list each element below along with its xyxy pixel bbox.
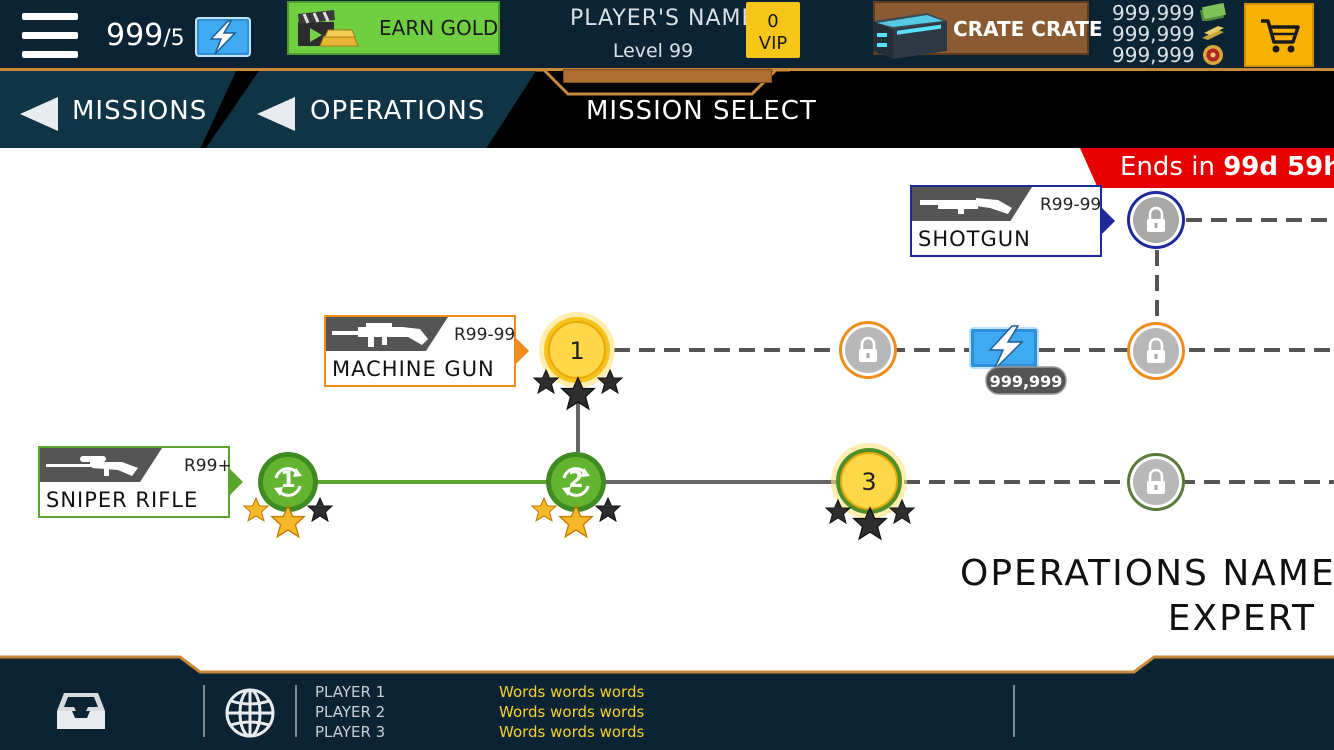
weapon-range: R99-99: [454, 325, 516, 345]
gold-amount: 999,999: [1112, 22, 1195, 46]
sniper-rifle-icon: [46, 456, 138, 476]
cash-amount: 999,999: [1112, 1, 1195, 25]
chat-player-3: PLAYER 3: [315, 723, 386, 741]
energy-reward[interactable]: [969, 325, 1067, 395]
energy-counter: 999/5: [106, 18, 185, 53]
nav-orange-outline: [530, 68, 790, 98]
chat-message-1: Words words words: [499, 683, 645, 701]
nav-operations-label[interactable]: OPERATIONS: [310, 96, 486, 126]
chat-message-2: Words words words: [499, 703, 645, 721]
energy-current: 999: [106, 18, 164, 53]
weapon-card-shotgun[interactable]: R99-99 SHOTGUN: [910, 185, 1102, 257]
energy-reward-amount: 999,999: [989, 372, 1063, 391]
mission-node-sniper-2[interactable]: [531, 452, 621, 538]
ends-time: 99d 59h: [1223, 152, 1334, 182]
locked-node-shotgun[interactable]: [1127, 191, 1185, 249]
chat-message-3: Words words words: [499, 723, 645, 741]
locked-node-machine-gun-2[interactable]: [839, 321, 897, 379]
weapon-name: MACHINE GUN: [332, 357, 495, 381]
cart-button[interactable]: [1244, 3, 1314, 67]
shopping-cart-icon: [1261, 19, 1300, 53]
weapon-card-sniper-rifle[interactable]: R99+ SNIPER RIFLE: [38, 446, 232, 518]
locked-node-machine-gun-3[interactable]: [1127, 322, 1185, 380]
mission-nodes: [243, 191, 1185, 540]
operation-difficulty: EXPERT: [1167, 598, 1316, 639]
footer-divider: [1013, 685, 1015, 737]
lightning-icon: [988, 325, 1024, 371]
mission-number-machine-gun-1: 1: [569, 337, 585, 365]
player-level: Level 99: [612, 40, 694, 62]
energy-max: /5: [163, 26, 185, 51]
earn-gold-label: EARN GOLD!: [379, 16, 507, 40]
event-timer-banner: Ends in 99d 59h: [1080, 148, 1334, 188]
xp-progress-bar: [563, 69, 772, 83]
ends-prefix: Ends in: [1120, 152, 1215, 182]
gold-bars-icon: [1202, 26, 1224, 40]
mission-number-sniper-3: 3: [861, 468, 877, 496]
event-timer-label: Ends in 99d 59h: [1120, 152, 1334, 182]
inbox-tray-icon[interactable]: [56, 691, 106, 731]
weapon-range: R99+: [184, 456, 232, 476]
medal-amount: 999,999: [1112, 43, 1195, 67]
crate-label: CRATE CRATE: [953, 17, 1103, 41]
vip-count: 0: [767, 11, 779, 32]
xp-frame-outline: [530, 68, 790, 96]
back-arrow-icon: [20, 97, 58, 131]
top-bar: 999/5 EARN GOLD! PLAYER'S NAME Level 99 …: [0, 0, 1334, 70]
player-name: PLAYER'S NAME: [570, 6, 757, 31]
footer-panel: [0, 655, 1334, 750]
lightning-icon: [195, 17, 251, 57]
mission-node-sniper-1[interactable]: [243, 452, 333, 538]
mission-number-sniper-2: 2: [568, 468, 584, 493]
cash-icon: [1200, 3, 1226, 21]
crate-button[interactable]: CRATE CRATE: [873, 1, 1103, 59]
weapon-name: SHOTGUN: [918, 227, 1031, 251]
shotgun-icon: [920, 198, 1012, 214]
weapon-card-machine-gun[interactable]: R99-99 MACHINE GUN: [324, 315, 516, 387]
currency-panel: 999,999 999,999 999,999: [1110, 0, 1230, 68]
mission-node-machine-gun-1[interactable]: [533, 312, 623, 410]
clapperboard-gold-icon: [298, 10, 359, 47]
back-arrow-icon: [257, 97, 295, 131]
medal-icon: [1203, 45, 1223, 65]
card-pointer: [516, 338, 529, 364]
chat-player-2: PLAYER 2: [315, 703, 386, 721]
weapon-range: R99-99: [1040, 195, 1102, 215]
locked-node-sniper-4[interactable]: [1127, 453, 1185, 511]
nav-missions-label[interactable]: MISSIONS: [72, 96, 208, 126]
chat-player-1: PLAYER 1: [315, 683, 386, 701]
operation-name: OPERATIONS NAME: [960, 553, 1334, 594]
mission-number-sniper-1: 1: [280, 468, 296, 493]
mission-node-sniper-3[interactable]: [825, 443, 915, 540]
page-title: MISSION SELECT: [586, 96, 817, 126]
vip-label: VIP: [758, 33, 788, 54]
machine-gun-icon: [332, 323, 428, 347]
card-pointer: [230, 469, 243, 495]
crate-icon: [873, 13, 947, 59]
earn-gold-button[interactable]: EARN GOLD!: [287, 1, 506, 55]
footer-divider: [203, 685, 205, 737]
hamburger-menu-icon[interactable]: [0, 0, 100, 70]
card-pointer: [1102, 208, 1115, 234]
chat-footer: PLAYER 1 PLAYER 2 PLAYER 3 Words words w…: [0, 655, 1334, 750]
globe-icon[interactable]: [224, 687, 276, 739]
footer-divider: [295, 685, 297, 737]
vip-badge[interactable]: 0 VIP: [746, 2, 800, 58]
weapon-name: SNIPER RIFLE: [46, 488, 199, 512]
